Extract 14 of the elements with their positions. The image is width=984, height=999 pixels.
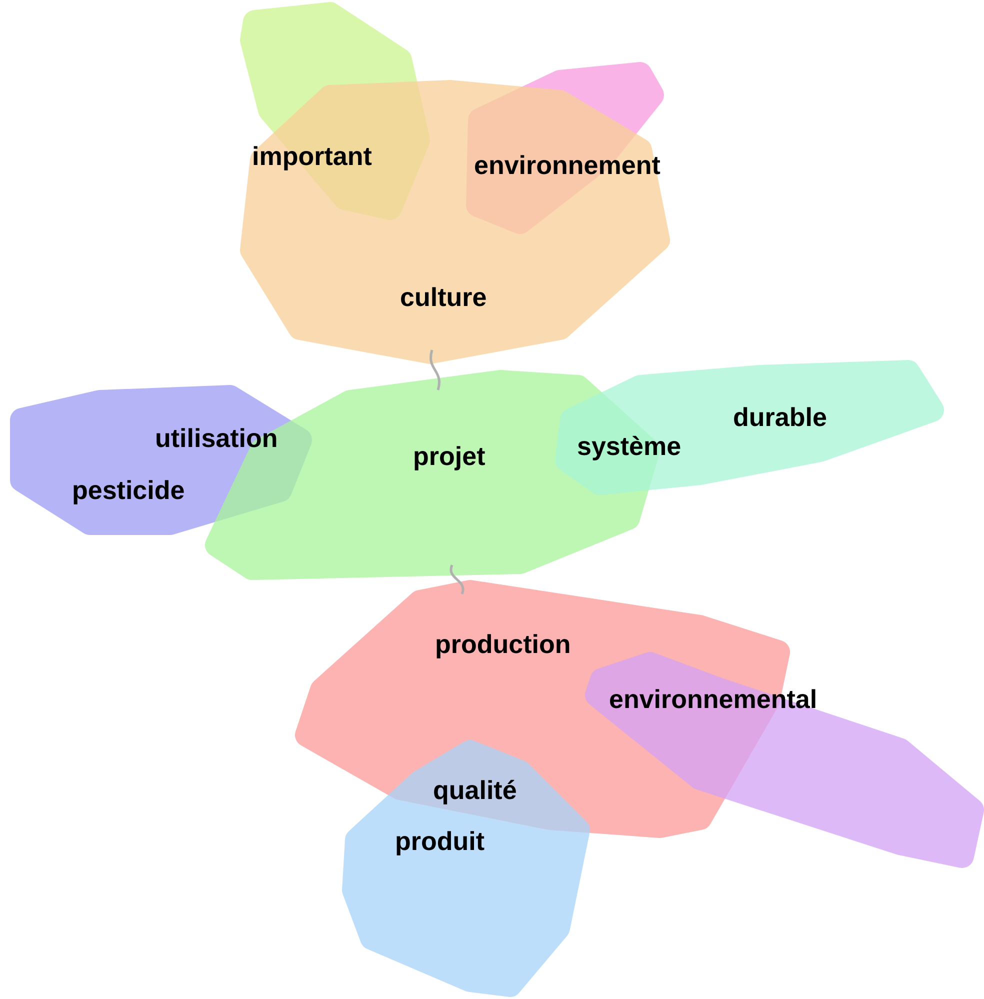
connector-line (430, 350, 440, 390)
cluster-label: culture (400, 284, 487, 310)
cluster-label: système (577, 433, 682, 459)
connector-line (450, 564, 464, 594)
cluster-label: durable (733, 404, 827, 430)
cluster-label: utilisation (155, 425, 278, 451)
cluster-label: projet (413, 443, 486, 469)
cluster-label: production (435, 631, 571, 657)
cluster-label: important (252, 143, 372, 169)
cluster-label: produit (395, 828, 485, 854)
cluster-label: environnemental (609, 686, 818, 712)
cluster-label: environnement (474, 152, 660, 178)
cluster-label: pesticide (72, 477, 185, 503)
cluster-label: qualité (433, 777, 517, 803)
